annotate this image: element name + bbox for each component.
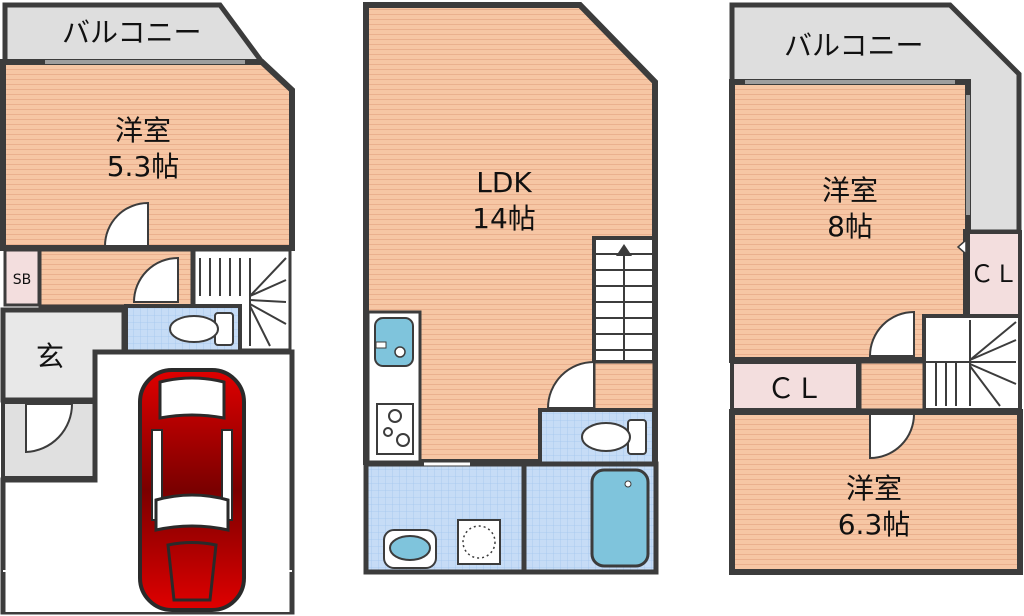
- floor2-ldk-name: LDK: [476, 166, 532, 199]
- floor1-sb-label: SB: [13, 272, 32, 288]
- floor2-ldk-size: 14帖: [472, 202, 536, 235]
- floor1-hall-door: [132, 256, 179, 303]
- floor1-room-door: [103, 201, 149, 247]
- floor1-entrance-label: 玄: [36, 340, 64, 373]
- floor1-room-name: 洋室: [115, 114, 171, 147]
- floor3-room2-door: [869, 413, 916, 460]
- floor2-door: [546, 360, 595, 409]
- floor2-stairs: [592, 236, 656, 364]
- floor1-sb: [3, 248, 41, 307]
- floor2-toilet-icon: [581, 419, 647, 455]
- floor1-room-size: 5.3帖: [107, 150, 180, 183]
- floor3-room1-size: 8帖: [827, 210, 873, 243]
- floor-2: LDK 14帖: [363, 2, 659, 575]
- floor3-closet1-label: ＣＬ: [970, 260, 1018, 288]
- floor1-entrance-door: [25, 403, 74, 454]
- floor3-room1-door: [868, 310, 915, 357]
- washing-machine-icon: [457, 519, 501, 565]
- stove-icon: [376, 403, 414, 455]
- washbasin-icon: [383, 529, 437, 569]
- floor-3: バルコニー 洋室 8帖 ＣＬ ＣＬ 洋室 6.3帖: [729, 2, 1023, 575]
- floor3-closet1: [966, 230, 1022, 318]
- car-icon: [138, 368, 246, 612]
- floor1-balcony-label: バルコニー: [62, 16, 201, 49]
- floor3-room1-name: 洋室: [822, 174, 878, 207]
- floor3-balcony-label: バルコニー: [784, 29, 923, 62]
- bathtub-icon: [590, 468, 650, 568]
- floor3-room2-name: 洋室: [846, 472, 902, 505]
- floor-1: バルコニー 洋室 5.3帖 SB 玄: [0, 2, 295, 615]
- floor3-closet2: [730, 360, 860, 412]
- floor3-room2-size: 6.3帖: [838, 508, 911, 541]
- floor3-closet2-label: ＣＬ: [767, 372, 823, 405]
- floor1-toilet-icon: [169, 312, 234, 346]
- floor3-stairs: [922, 314, 1022, 412]
